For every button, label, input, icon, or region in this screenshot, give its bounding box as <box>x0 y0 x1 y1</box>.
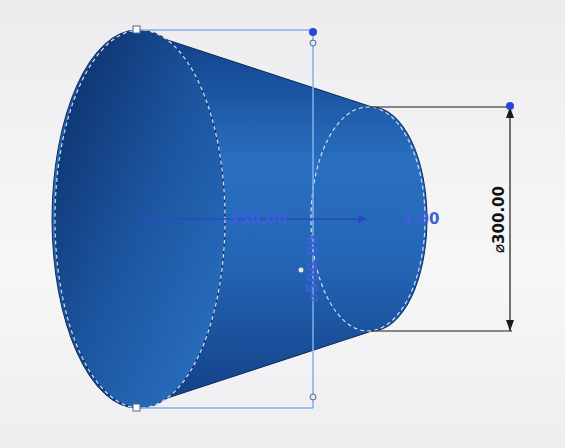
diameter-dimension: ⌀500.00 <box>304 233 321 304</box>
dimension-lines <box>372 107 512 331</box>
dimension-value: 1.00 <box>400 211 441 228</box>
arrowhead <box>358 215 368 223</box>
sketch-dot <box>310 394 316 400</box>
sketch-dot <box>298 267 304 273</box>
cone-body <box>52 30 427 408</box>
sketch-point <box>133 404 140 411</box>
sketch-point <box>133 26 140 33</box>
sketch-dot <box>309 28 317 36</box>
diameter-dimension: ⌀300.00 <box>490 184 507 255</box>
dimension-value: 350.00 <box>227 211 289 228</box>
arrowhead <box>506 320 514 331</box>
sketch-dot <box>310 40 316 46</box>
sketch-dot <box>506 102 514 110</box>
